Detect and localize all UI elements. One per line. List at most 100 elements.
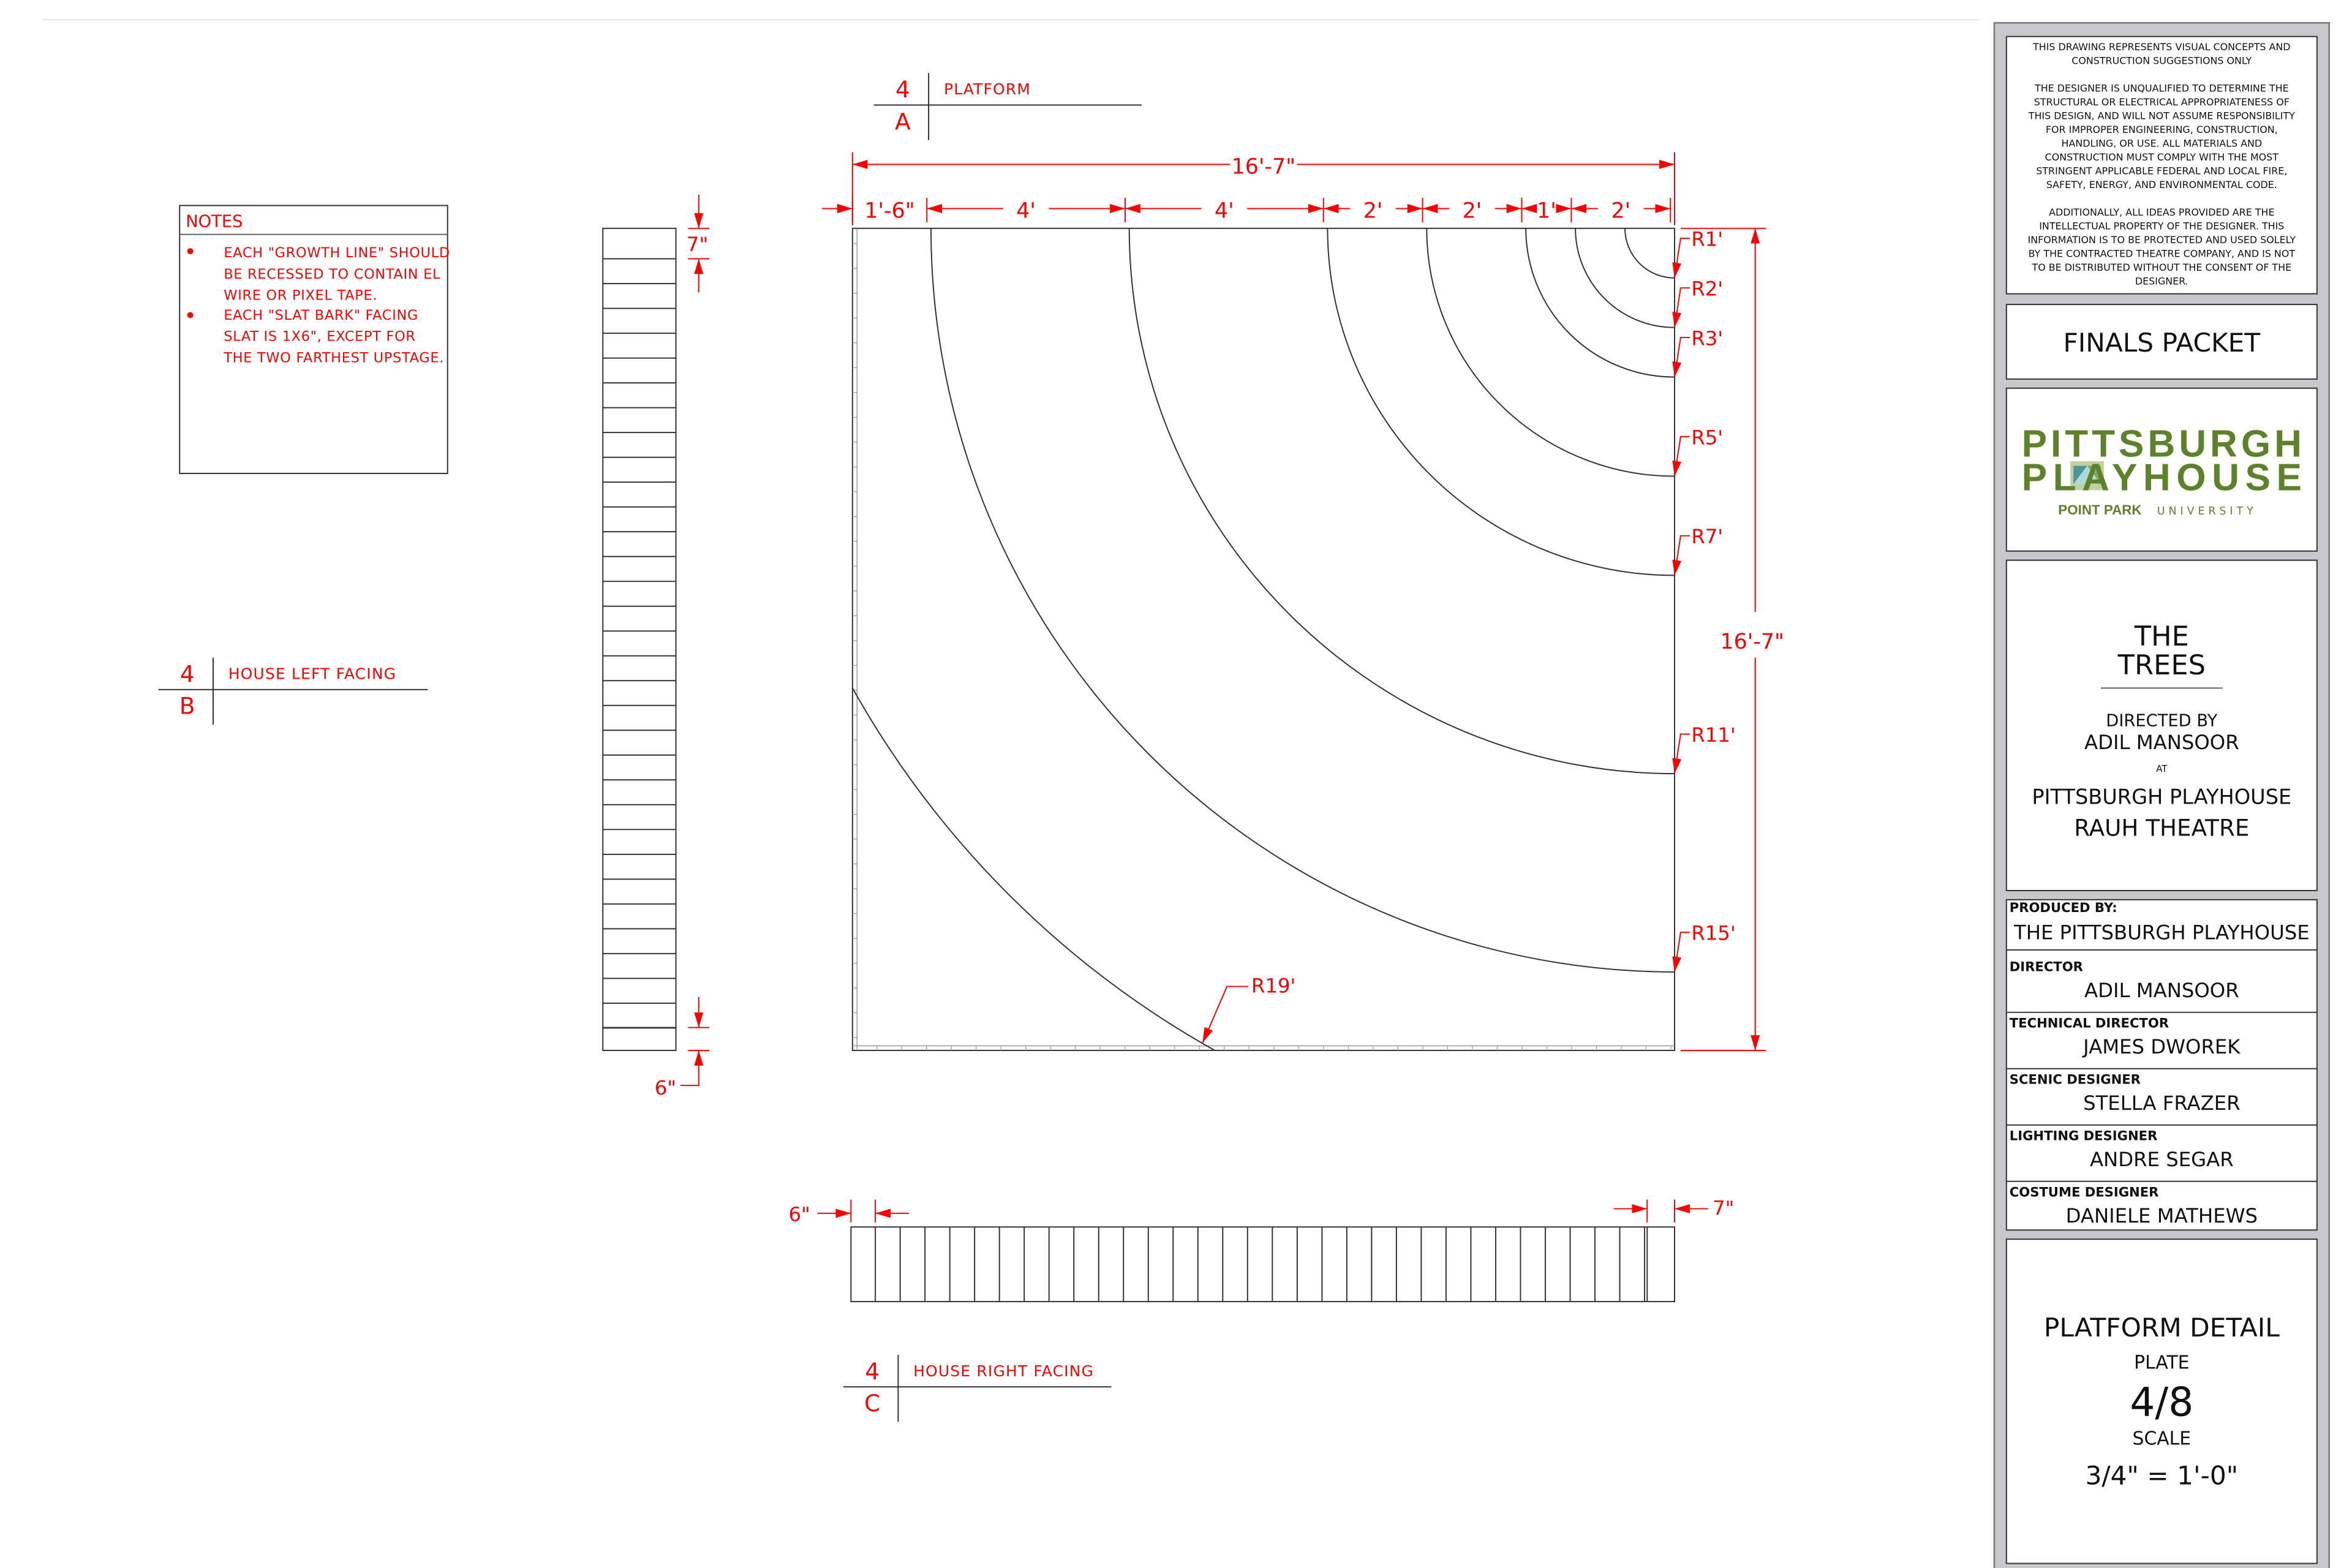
plate-info: PLATFORM DETAIL PLATE 4/8 SCALE 3/4" = 1… bbox=[2044, 1313, 2280, 1490]
top-dimensions: 16'-7" 1'-6"4'4'2'2'1'2' bbox=[822, 152, 1675, 225]
radius-label: R11' bbox=[1691, 723, 1735, 747]
radius-leader bbox=[1672, 435, 1690, 477]
radius-label: R2' bbox=[1691, 277, 1723, 300]
credits-list: PRODUCED BY: THE PITTSBURGH PLAYHOUSE DIRE… bbox=[2006, 900, 2317, 1227]
views-left-title: HOUSE LEFT FACING bbox=[228, 665, 396, 683]
title-block-show-directed-by: DIRECTED BY bbox=[2106, 712, 2217, 731]
title-block-plate-title: PLATFORM DETAIL bbox=[2044, 1313, 2280, 1343]
dim-overall-width: 16'-7" bbox=[1232, 154, 1296, 179]
disclaimer-line: INFORMATION IS TO BE PROTECTED AND USED … bbox=[2028, 234, 2296, 246]
bullet-icon bbox=[187, 248, 194, 255]
title-block-plate-scale-value: 3/4" = 1'-0" bbox=[2085, 1460, 2238, 1490]
disclaimer-line: HANDLING, OR USE. ALL MATERIALS AND bbox=[2062, 137, 2263, 149]
growth-line-arc bbox=[1624, 228, 1675, 279]
views-platform-num: 4 bbox=[895, 76, 910, 103]
dim-left-bottom: 6" bbox=[655, 1076, 676, 1099]
dim-left-top: 7" bbox=[687, 233, 708, 256]
platform-plan: R1'R2'R3'R5'R7'R11'R15'R19' bbox=[851, 228, 1736, 1051]
title-block-show-venue2: RAUH THEATRE bbox=[2074, 815, 2249, 842]
title-block-show-director: ADIL MANSOOR bbox=[2084, 731, 2239, 754]
segment-dimension: 1' bbox=[1537, 198, 1556, 223]
disclaimer-line: DESIGNER. bbox=[2135, 275, 2188, 287]
radius-leader bbox=[1672, 733, 1690, 774]
view-label-house-left: 4 B HOUSE LEFT FACING bbox=[158, 657, 428, 725]
segment-dimension: 2' bbox=[1611, 198, 1630, 223]
playhouse-house-mark-icon bbox=[2070, 461, 2104, 491]
views-right-num: 4 bbox=[865, 1358, 880, 1385]
disclaimer-line: STRINGENT APPLICABLE FEDERAL AND LOCAL F… bbox=[2036, 165, 2287, 176]
disclaimer-line: SAFETY, ENERGY, AND ENVIRONMENTAL CODE. bbox=[2046, 179, 2277, 190]
credit-name: ADIL MANSOOR bbox=[2084, 979, 2239, 1002]
view-label-house-right: 4 C HOUSE RIGHT FACING bbox=[843, 1355, 1112, 1422]
disclaimer-text: THIS DRAWING REPRESENTS VISUAL CONCEPTS … bbox=[2028, 41, 2296, 287]
title-block-show-title2: TREES bbox=[2117, 649, 2206, 681]
disclaimer-line: THE DESIGNER IS UNQUALIFIED TO DETERMINE… bbox=[2034, 82, 2289, 94]
credit-name: THE PITTSBURGH PLAYHOUSE bbox=[2013, 921, 2310, 944]
disclaimer-line: BY THE CONTRACTED THEATRE COMPANY, AND I… bbox=[2029, 247, 2296, 259]
disclaimer-line: TO BE DISTRIBUTED WITHOUT THE CONSENT OF… bbox=[2032, 262, 2292, 273]
radius-label: R19' bbox=[1251, 974, 1295, 998]
credit-role: LIGHTING DESIGNER bbox=[2010, 1128, 2158, 1144]
logo-sub2: UNIVERSITY bbox=[2157, 505, 2257, 518]
credit-role: PRODUCED BY: bbox=[2010, 900, 2117, 915]
views-right-title: HOUSE RIGHT FACING bbox=[913, 1362, 1094, 1380]
radius-label: R7' bbox=[1691, 525, 1723, 548]
notes-title: NOTES bbox=[186, 212, 243, 231]
logo-line1: PITTSBURGH bbox=[2022, 423, 2302, 466]
house-left-facing-elevation: 7" 6" bbox=[602, 195, 710, 1099]
growth-line-arc bbox=[1128, 228, 1675, 775]
title-block-show-title1: THE bbox=[2134, 620, 2189, 652]
credit-role: SCENIC DESIGNER bbox=[2010, 1072, 2141, 1087]
title-block-plate-plate-label: PLATE bbox=[2134, 1352, 2189, 1373]
dim-overall-height: 16'-7" bbox=[1720, 630, 1784, 654]
right-dimension: 16'-7" bbox=[1680, 227, 1784, 1051]
views-right-letter: C bbox=[864, 1390, 880, 1417]
growth-line-arc bbox=[851, 687, 1215, 1051]
packet-title: FINALS PACKET bbox=[2063, 328, 2260, 358]
segment-dimension: 4' bbox=[1215, 198, 1234, 223]
credit-name: JAMES DWOREK bbox=[2082, 1035, 2241, 1058]
disclaimer-line: ADDITIONALLY, ALL IDEAS PROVIDED ARE THE bbox=[2049, 206, 2274, 218]
growth-line-arc bbox=[1575, 228, 1675, 328]
note-1-line-1: EACH "GROWTH LINE" SHOULD bbox=[224, 245, 450, 261]
segment-dimension: 2' bbox=[1363, 198, 1383, 223]
logo-sub1: POINT PARK bbox=[2058, 502, 2141, 518]
credit-role: DIRECTOR bbox=[2010, 959, 2083, 974]
pittsburgh-playhouse-logo: PITTSBURGH PLAYHOUSE POINT PARK UNIVERSI… bbox=[2022, 423, 2302, 518]
growth-line-arc bbox=[1327, 228, 1675, 576]
note-1-line-3: WIRE OR PIXEL TAPE. bbox=[224, 288, 377, 304]
radius-label: R5' bbox=[1691, 426, 1723, 449]
segment-dimension: 4' bbox=[1016, 198, 1036, 223]
credit-name: ANDRE SEGAR bbox=[2090, 1148, 2234, 1171]
view-label-platform: 4 A PLATFORM bbox=[873, 73, 1142, 140]
views-left-letter: B bbox=[179, 693, 195, 720]
radius-leader bbox=[1672, 337, 1690, 377]
radius-leader bbox=[1672, 287, 1690, 328]
radius-leader bbox=[1672, 932, 1690, 972]
title-block-plate-scale-label: SCALE bbox=[2133, 1428, 2192, 1450]
title-block-show-at: AT bbox=[2156, 763, 2168, 774]
views-platform-letter: A bbox=[895, 108, 911, 135]
growth-line-arc bbox=[1525, 228, 1675, 378]
dim-bottom-right: 7" bbox=[1713, 1196, 1734, 1219]
title-block-plate-plate-value: 4/8 bbox=[2130, 1379, 2193, 1425]
radius-label: R15' bbox=[1691, 922, 1735, 945]
house-right-facing-elevation: 6" 7" bbox=[788, 1196, 1735, 1303]
disclaimer-line: CONSTRUCTION MUST COMPLY WITH THE MOST bbox=[2045, 151, 2279, 163]
title-block: THIS DRAWING REPRESENTS VISUAL CONCEPTS … bbox=[1993, 22, 2330, 1568]
growth-line-arc bbox=[1426, 228, 1675, 477]
disclaimer-line: INTELLECTUAL PROPERTY OF THE DESIGNER. T… bbox=[2039, 220, 2284, 232]
title-block-show-venue1: PITTSBURGH PLAYHOUSE bbox=[2032, 785, 2291, 809]
disclaimer-line: THIS DESIGN, AND WILL NOT ASSUME RESPONS… bbox=[2028, 110, 2295, 121]
segment-dimension: 1'-6" bbox=[864, 198, 914, 223]
note-2-line-3: THE TWO FARTHEST UPSTAGE. bbox=[223, 350, 444, 366]
credit-role: COSTUME DESIGNER bbox=[2010, 1185, 2159, 1200]
disclaimer-line: CONSTRUCTION SUGGESTIONS ONLY bbox=[2071, 55, 2252, 67]
note-2-line-1: EACH "SLAT BARK" FACING bbox=[224, 307, 418, 323]
views-platform-title: PLATFORM bbox=[944, 80, 1031, 98]
radius-leader bbox=[1672, 535, 1690, 576]
disclaimer-line: THIS DRAWING REPRESENTS VISUAL CONCEPTS … bbox=[2032, 41, 2290, 53]
views-left-num: 4 bbox=[180, 660, 195, 687]
disclaimer-line: STRUCTURAL OR ELECTRICAL APPROPRIATENESS… bbox=[2034, 96, 2290, 108]
